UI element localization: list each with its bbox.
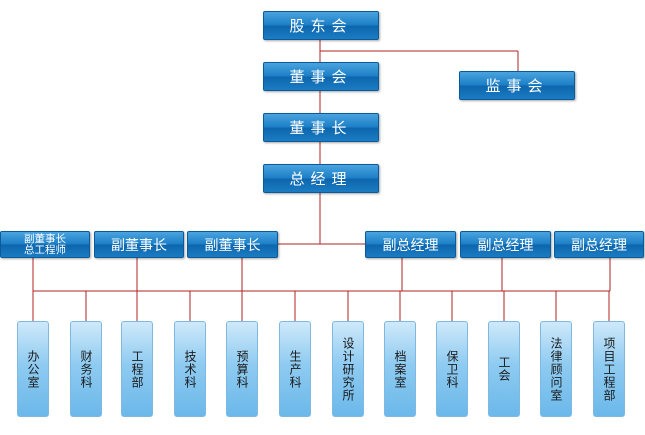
vice-gm-label-3: 副总经理 xyxy=(571,237,627,254)
vice-gm-label-1: 副总经理 xyxy=(382,237,439,254)
dept-label: 技术科 xyxy=(183,349,197,389)
dept-office: 办公室 xyxy=(17,321,49,417)
dept-label: 财务科 xyxy=(79,349,93,389)
dept-production: 生产科 xyxy=(279,321,311,417)
dept-label: 生产科 xyxy=(288,349,302,389)
dept-label: 预算科 xyxy=(235,349,249,389)
dept-union: 工会 xyxy=(488,321,520,417)
vice-chair-label-2: 副董事长 xyxy=(204,237,261,254)
dept-label: 办公室 xyxy=(26,349,40,389)
vice-chair-chief-engineer-box: 副董事长 总工程师 xyxy=(0,231,90,258)
shareholders-box: 股东会 xyxy=(263,11,379,40)
dept-finance: 财务科 xyxy=(70,321,102,417)
vice-gm-box-1: 副总经理 xyxy=(365,231,456,258)
general-manager-box: 总经理 xyxy=(263,164,379,193)
vice-chair-box-1: 副董事长 xyxy=(94,231,184,258)
shareholders-label: 股东会 xyxy=(289,17,353,35)
vice-chair-chief-engineer-line2: 总工程师 xyxy=(24,243,66,256)
dept-budget: 预算科 xyxy=(226,321,258,417)
chairman-box: 董事长 xyxy=(263,113,379,142)
dept-label: 法律顾问室 xyxy=(549,336,563,402)
board-label: 董事会 xyxy=(289,68,353,86)
dept-label: 工程部 xyxy=(130,349,144,389)
board-box: 董事会 xyxy=(263,62,379,91)
dept-label: 设计研究所 xyxy=(341,336,355,402)
dept-technology: 技术科 xyxy=(174,321,206,417)
dept-design-institute: 设计研究所 xyxy=(332,321,364,417)
vice-chair-label-1: 副董事长 xyxy=(111,237,167,254)
dept-legal: 法律顾问室 xyxy=(540,321,572,417)
dept-project-engineering: 项目工程部 xyxy=(593,321,625,417)
dept-label: 工会 xyxy=(497,356,511,382)
vice-chair-chief-engineer-line1: 副董事长 xyxy=(24,232,66,245)
dept-engineering: 工程部 xyxy=(121,321,153,417)
dept-label: 保卫科 xyxy=(445,349,459,389)
vice-chair-box-2: 副董事长 xyxy=(187,231,278,258)
chairman-label: 董事长 xyxy=(289,119,353,137)
vice-gm-box-3: 副总经理 xyxy=(554,231,644,258)
vice-gm-label-2: 副总经理 xyxy=(477,237,534,254)
vice-gm-box-2: 副总经理 xyxy=(460,231,551,258)
supervisors-label: 监事会 xyxy=(485,77,549,95)
supervisors-box: 监事会 xyxy=(459,71,575,100)
dept-label: 项目工程部 xyxy=(602,336,616,402)
dept-label: 档案室 xyxy=(393,349,407,389)
dept-security: 保卫科 xyxy=(436,321,468,417)
general-manager-label: 总经理 xyxy=(289,170,353,188)
dept-archives: 档案室 xyxy=(384,321,416,417)
